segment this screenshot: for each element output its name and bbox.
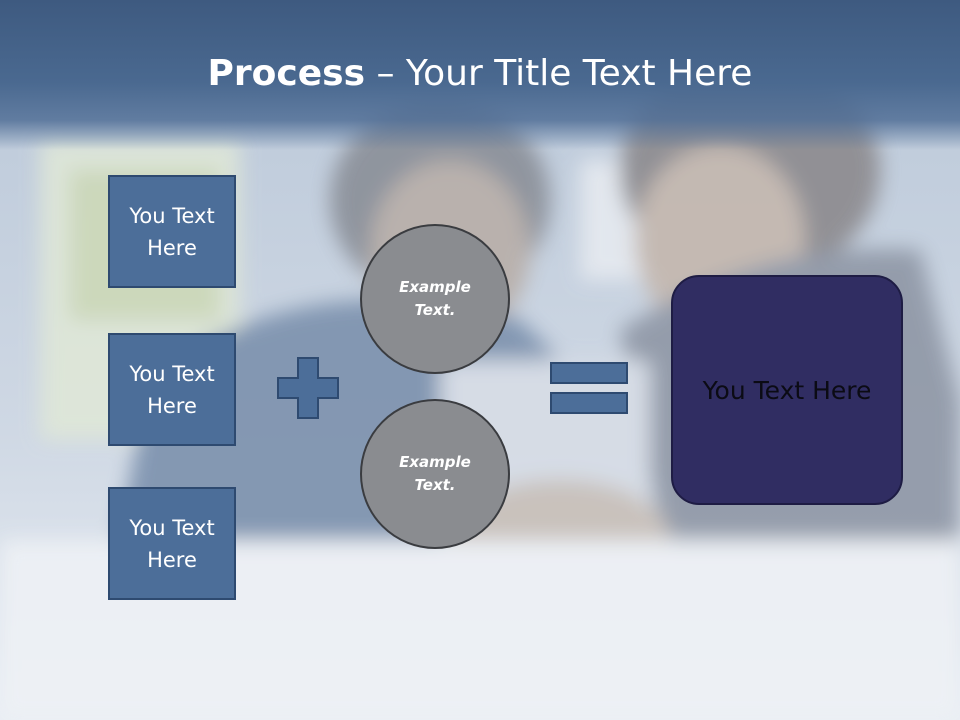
example-circle-2[interactable]: Example Text.: [360, 399, 510, 549]
text-box-label: You Text Here: [129, 361, 215, 418]
text-box-1[interactable]: You Text Here: [108, 175, 236, 288]
text-box-label: You Text Here: [129, 203, 215, 260]
result-label: You Text Here: [702, 375, 872, 405]
text-box-2[interactable]: You Text Here: [108, 333, 236, 446]
circle-label: Example Text.: [399, 453, 471, 494]
title-bar: [0, 0, 960, 150]
example-circle-1[interactable]: Example Text.: [360, 224, 510, 374]
slide-title[interactable]: Process – Your Title Text Here: [0, 52, 960, 96]
title-bold: Process: [207, 53, 366, 94]
equals-icon[interactable]: [550, 362, 628, 414]
plus-icon[interactable]: [276, 356, 340, 420]
text-box-label: You Text Here: [129, 515, 215, 572]
circle-label: Example Text.: [399, 278, 471, 319]
title-rest: – Your Title Text Here: [365, 53, 753, 94]
text-box-3[interactable]: You Text Here: [108, 487, 236, 600]
result-box[interactable]: You Text Here: [671, 275, 903, 505]
